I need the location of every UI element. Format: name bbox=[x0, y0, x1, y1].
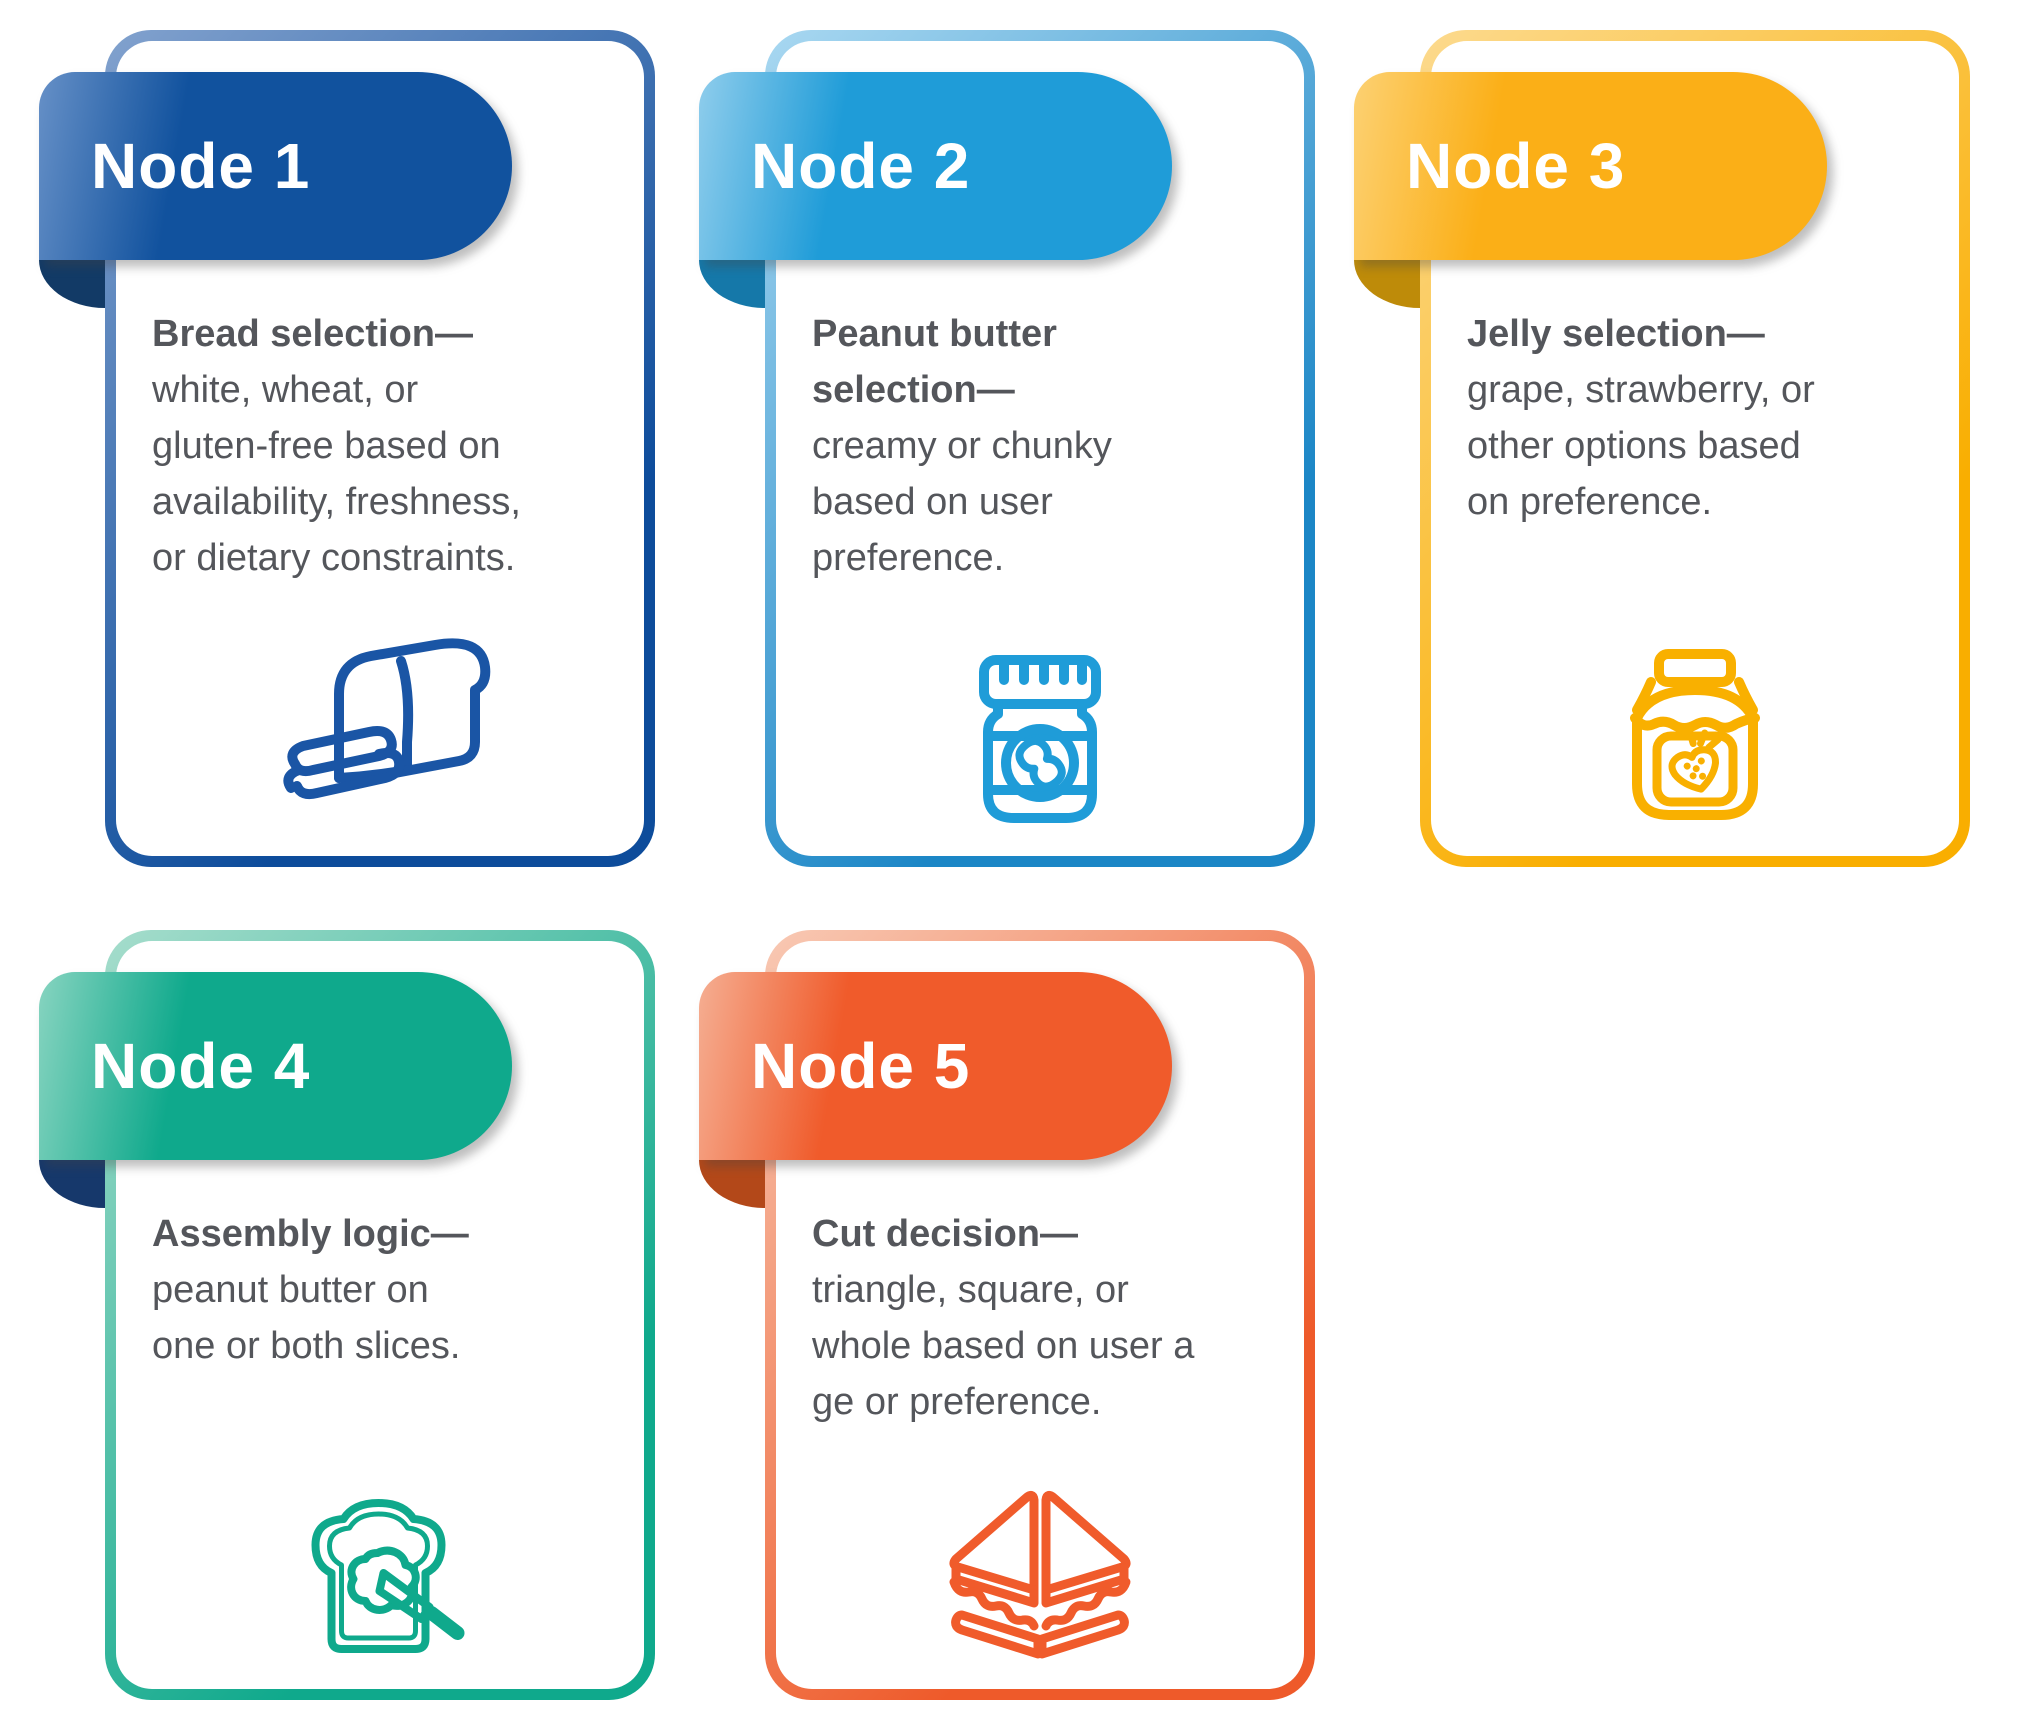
node-title: Node 3 bbox=[1406, 130, 1626, 202]
card-text: creamy or chunky based on user preferenc… bbox=[812, 425, 1112, 579]
ribbon-fold bbox=[1354, 260, 1420, 308]
card-heading: Bread selection— bbox=[152, 313, 473, 355]
card-text: white, wheat, or gluten-free based on av… bbox=[152, 369, 521, 579]
card-description: Jelly selection— grape, strawberry, or o… bbox=[1467, 306, 1941, 530]
card-text: triangle, square, or whole based on user… bbox=[812, 1269, 1195, 1423]
node-ribbon: Node 2 bbox=[699, 72, 1172, 260]
node-card-5: Cut decision— triangle, square, or whole… bbox=[699, 930, 1315, 1700]
card-heading: Assembly logic— bbox=[152, 1213, 469, 1255]
node-title: Node 1 bbox=[91, 130, 311, 202]
card-text: grape, strawberry, or other options base… bbox=[1467, 369, 1815, 523]
node-title: Node 2 bbox=[751, 130, 971, 202]
card-heading: Cut decision— bbox=[812, 1213, 1079, 1255]
bread-spread-knife-icon bbox=[278, 1481, 483, 1671]
node-ribbon: Node 3 bbox=[1354, 72, 1827, 260]
node-title: Node 4 bbox=[91, 1030, 311, 1102]
node-ribbon: Node 5 bbox=[699, 972, 1172, 1160]
ribbon-fold bbox=[39, 1160, 105, 1208]
node-card-3: Jelly selection— grape, strawberry, or o… bbox=[1354, 30, 1970, 867]
ribbon-fold bbox=[699, 1160, 765, 1208]
node-card-4: Assembly logic— peanut butter on one or … bbox=[39, 930, 655, 1700]
card-description: Bread selection— white, wheat, or gluten… bbox=[152, 306, 626, 586]
ribbon-fold bbox=[39, 260, 105, 308]
cut-sandwich-icon bbox=[926, 1476, 1154, 1671]
node-ribbon: Node 1 bbox=[39, 72, 512, 260]
card-description: Assembly logic— peanut butter on one or … bbox=[152, 1206, 626, 1374]
node-title: Node 5 bbox=[751, 1030, 971, 1102]
card-heading: Jelly selection— bbox=[1467, 313, 1765, 355]
ribbon-fold bbox=[699, 260, 765, 308]
node-ribbon: Node 4 bbox=[39, 972, 512, 1160]
card-description: Peanut butter selection— creamy or chunk… bbox=[812, 306, 1286, 586]
card-heading: Peanut butter selection— bbox=[812, 313, 1057, 411]
bread-loaf-icon bbox=[249, 620, 511, 838]
peanut-butter-jar-icon bbox=[940, 638, 1140, 838]
card-description: Cut decision— triangle, square, or whole… bbox=[812, 1206, 1286, 1430]
node-card-2: Peanut butter selection— creamy or chunk… bbox=[699, 30, 1315, 867]
card-text: peanut butter on one or both slices. bbox=[152, 1269, 461, 1367]
jelly-jar-icon bbox=[1595, 638, 1795, 838]
node-card-1: Bread selection— white, wheat, or gluten… bbox=[39, 30, 655, 867]
